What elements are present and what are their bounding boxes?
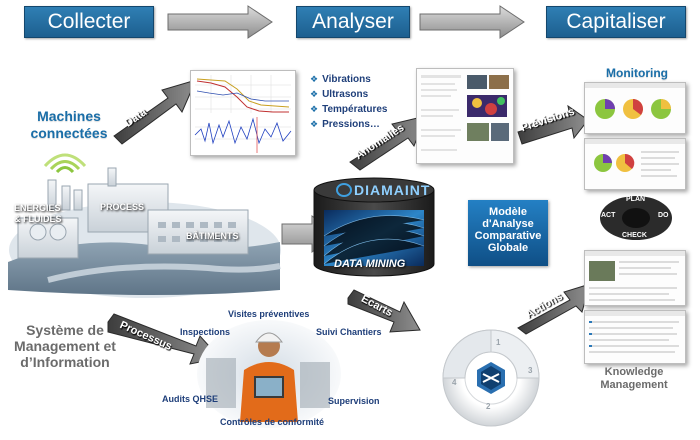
knowledge-screenshot-1 [584,250,686,306]
model-line1: Modèle [489,206,527,218]
system-title: Système de Management et d’Information [10,322,120,370]
knowledge-title: Knowledge Management [592,366,676,392]
wheel-number-3: 3 [528,366,533,375]
anomalies-screenshot [416,68,514,164]
measurement-list: ❖Vibrations ❖Ultrasons ❖Températures ❖Pr… [310,72,387,132]
process-suivi: Suivi Chantiers [316,327,382,337]
knowledge-line2: Management [600,379,668,391]
process-visites: Visites préventives [228,309,310,319]
system-line2: Management et [14,338,116,354]
process-label: PROCESS [100,202,145,212]
stage-collect-label: Collecter [47,10,131,33]
wheel-number-2: 2 [486,402,491,411]
diamond-bullet-icon: ❖ [310,104,319,114]
wifi-icon [43,153,87,174]
stage-analyse: Analyser [296,6,410,38]
pdca-check: CHECK [622,232,647,239]
monitoring-title: Monitoring [606,66,668,80]
monitoring-pies-2 [585,139,685,177]
pdca-plan: PLAN [626,196,646,203]
measurement-label: Températures [322,104,388,115]
wheel-number-4: 4 [452,378,457,387]
monitoring-screenshot-2 [584,138,686,190]
model-line4: Globale [487,242,529,254]
machines-title: Machines connectées [14,108,124,142]
stage-analyse-label: Analyser [312,10,394,33]
measurement-label: Vibrations [322,74,371,85]
stage-capitalise-label: Capitaliser [566,10,666,33]
pdca-act: ACT [601,212,616,219]
monitoring-pies-1 [585,83,685,119]
improvement-wheel [442,329,540,427]
diamond-bullet-icon: ❖ [310,119,319,129]
model-line3: Comparative [474,230,542,242]
diamaint-logo-icon [336,183,352,197]
stage-capitalise: Capitaliser [546,6,686,38]
model-box: Modèle d'Analyse Comparative Globale [468,200,548,266]
energies-line2: & FLUIDES [14,214,62,224]
measurement-item: ❖Pressions… [310,117,387,132]
data-arrow [113,79,197,145]
anomalies-screenshot-graphic [421,75,509,151]
data-mining-label: DATA MINING [334,258,406,270]
measurement-item: ❖Vibrations [310,72,387,87]
monitoring-screenshot-1 [584,82,686,134]
ecarts-arrow [347,289,421,333]
measurement-label: Pressions… [322,119,380,130]
machines-line2: connectées [30,125,108,141]
process-supervision: Supervision [328,396,380,406]
pdca-cycle: PLAN DO CHECK ACT [598,194,674,242]
sensor-charts-graphic [191,71,295,155]
wheel-number-1: 1 [496,338,501,347]
industrial-plant-illustration [8,167,281,298]
knowledge-screenshot-1-graphic [585,251,685,301]
sensor-charts-screenshot [190,70,296,156]
machines-line1: Machines [37,108,101,124]
diamond-bullet-icon: ❖ [310,89,319,99]
diamaint-logo-text: DIAMAINT [354,182,431,198]
measurement-item: ❖Températures [310,102,387,117]
diamaint-database [313,177,435,277]
model-line2: d'Analyse [482,218,534,230]
process-controles: Contrôles de conformité [220,417,325,427]
stage-arrow-2 [419,5,525,39]
knowledge-screenshot-2-graphic [585,311,685,353]
diamaint-logo: DIAMAINT [336,182,430,198]
measurement-item: ❖Ultrasons [310,87,387,102]
system-line3: d’Information [20,354,110,370]
diamond-bullet-icon: ❖ [310,74,319,84]
knowledge-line1: Knowledge [604,366,664,378]
stage-collect: Collecter [24,6,154,38]
energies-line1: ENERGIES [14,203,61,213]
pdca-graphic [600,196,672,240]
batiments-label: BÂTIMENTS [186,231,239,241]
energies-label: ENERGIES & FLUIDES [14,203,62,225]
measurement-label: Ultrasons [322,89,369,100]
process-audits: Audits QHSE [162,394,219,404]
stage-arrow-1 [167,5,273,39]
process-inspections: Inspections [180,327,231,337]
pdca-do: DO [658,212,669,219]
previsions-arrow [517,104,589,145]
worker-photo [197,320,341,428]
system-line1: Système de [26,322,104,338]
knowledge-screenshot-2 [584,310,686,364]
